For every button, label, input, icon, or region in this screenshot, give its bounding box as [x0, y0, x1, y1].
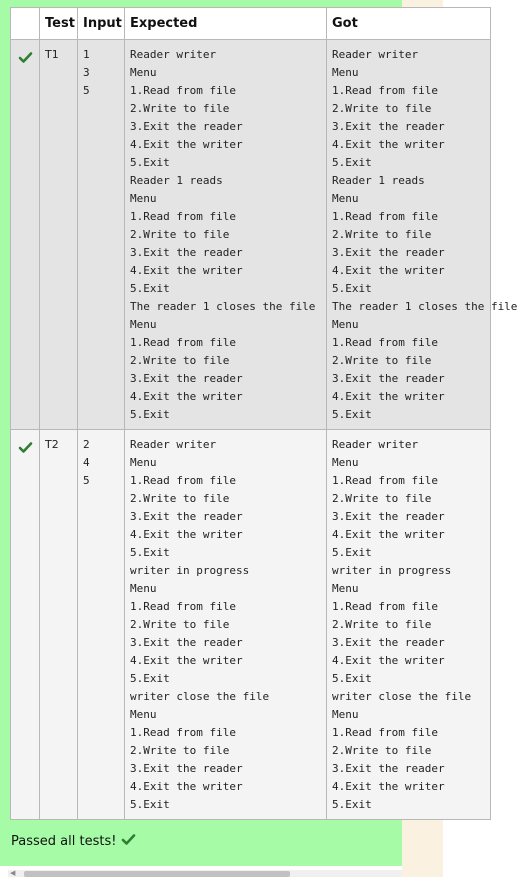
- header-expected: Expected: [124, 7, 327, 40]
- horizontal-scrollbar[interactable]: ◀: [8, 870, 402, 877]
- header-input: Input: [77, 7, 125, 40]
- header-test: Test: [39, 7, 78, 40]
- check-icon: [18, 438, 32, 457]
- table-header-row: Test Input Expected Got: [10, 7, 491, 40]
- input-cell: 2 4 5: [77, 429, 125, 820]
- scrollbar-thumb[interactable]: [24, 871, 290, 877]
- expected-cell: Reader writer Menu 1.Read from file 2.Wr…: [124, 39, 327, 430]
- check-icon: [122, 834, 136, 849]
- table-row: T1 1 3 5 Reader writer Menu 1.Read from …: [10, 39, 517, 430]
- expected-text: Reader writer Menu 1.Read from file 2.Wr…: [130, 48, 316, 421]
- test-cell: T1: [39, 39, 78, 430]
- status-cell: [10, 429, 40, 820]
- got-cell: Reader writer Menu 1.Read from file 2.Wr…: [326, 39, 517, 430]
- status-cell: [10, 39, 40, 430]
- test-name: T2: [45, 438, 59, 451]
- summary-status: Passed all tests!: [11, 834, 136, 849]
- results-table-container[interactable]: Test Input Expected Got T1 1 3 5 Reader …: [10, 7, 517, 822]
- got-text: Reader writer Menu 1.Read from file 2.Wr…: [332, 438, 472, 811]
- input-text: 1 3 5: [83, 48, 90, 97]
- header-status: [10, 7, 40, 40]
- test-name: T1: [45, 48, 59, 61]
- summary-message: Passed all tests!: [11, 834, 117, 849]
- check-icon: [18, 48, 32, 67]
- scroll-left-icon[interactable]: ◀: [10, 869, 16, 877]
- results-table: Test Input Expected Got T1 1 3 5 Reader …: [10, 7, 517, 820]
- test-cell: T2: [39, 429, 78, 820]
- input-text: 2 4 5: [83, 438, 90, 487]
- expected-cell: Reader writer Menu 1.Read from file 2.Wr…: [124, 429, 327, 820]
- header-got: Got: [326, 7, 491, 40]
- table-row: T2 2 4 5 Reader writer Menu 1.Read from …: [10, 429, 491, 820]
- got-cell: Reader writer Menu 1.Read from file 2.Wr…: [326, 429, 491, 820]
- got-text: Reader writer Menu 1.Read from file 2.Wr…: [332, 48, 517, 421]
- expected-text: Reader writer Menu 1.Read from file 2.Wr…: [130, 438, 270, 811]
- input-cell: 1 3 5: [77, 39, 125, 430]
